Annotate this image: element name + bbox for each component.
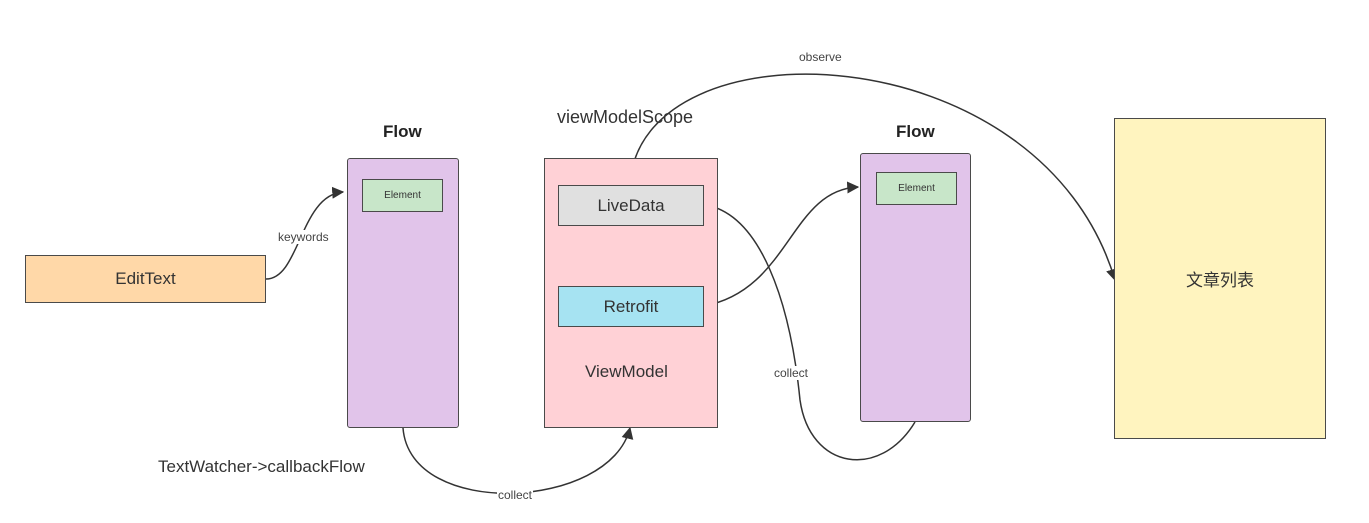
flow-left-title: Flow — [383, 122, 422, 141]
edge-retrofit-to-flow — [703, 181, 860, 307]
edge-label-collect-right: collect — [773, 366, 810, 380]
livedata-node: LiveData — [558, 185, 704, 226]
viewmodel-label: ViewModel — [585, 362, 668, 381]
article-list-node: 文章列表 — [1114, 118, 1326, 439]
edittext-label: EditText — [115, 269, 176, 288]
edittext-node: EditText — [25, 255, 266, 303]
retrofit-node: Retrofit — [558, 286, 704, 327]
livedata-label: LiveData — [597, 195, 665, 215]
textwatcher-annotation: TextWatcher->callbackFlow — [158, 457, 365, 476]
flow-right-title: Flow — [896, 122, 935, 141]
retrofit-label: Retrofit — [603, 296, 659, 316]
edge-label-keywords: keywords — [277, 230, 330, 244]
flow-right-element: Element — [876, 172, 957, 205]
article-list-label: 文章列表 — [1186, 271, 1254, 291]
flow-left-element-label: Element — [384, 190, 421, 201]
flow-right-element-label: Element — [898, 183, 935, 194]
edge-label-collect-bottom: collect — [497, 488, 534, 502]
edge-label-observe: observe — [798, 50, 843, 64]
viewmodelscope-label: viewModelScope — [557, 107, 694, 127]
edge-collect-bottom — [402, 426, 634, 494]
flow-left-element: Element — [362, 179, 443, 212]
